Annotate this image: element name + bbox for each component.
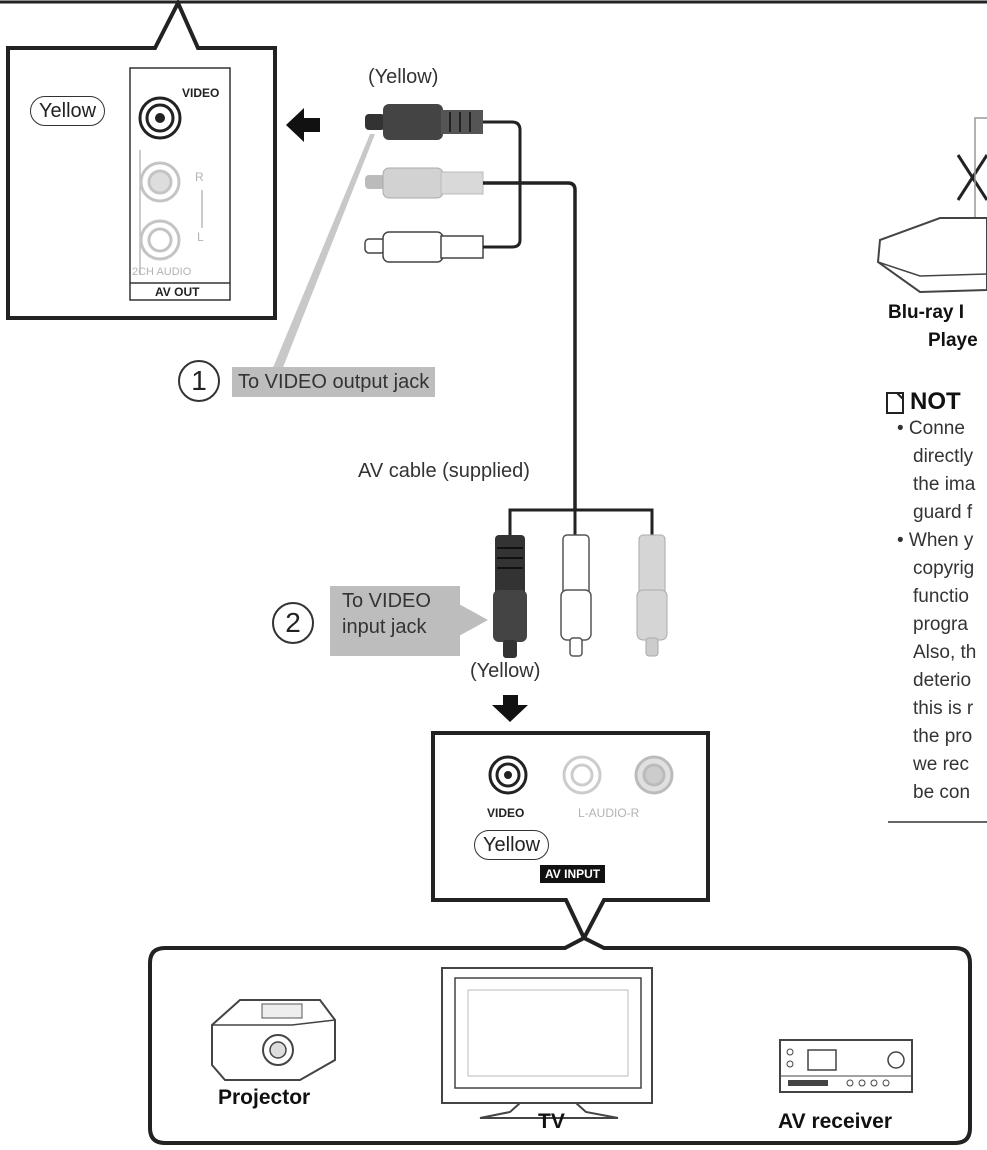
note-body: • Conne directly the ima guard f • When …	[897, 415, 976, 807]
player-label-line-2: Playe	[928, 330, 978, 351]
step-2-line-2: input jack	[342, 616, 427, 638]
input-audio-label: L-AUDIO-R	[578, 806, 640, 820]
source-panel-frame	[6, 0, 277, 320]
arrow-to-input	[492, 695, 528, 722]
note-line: copyrig	[913, 558, 975, 579]
note-line: functio	[913, 586, 969, 607]
projector-label: Projector	[218, 1086, 311, 1109]
input-video-jack	[488, 755, 528, 795]
source-video-jack	[138, 96, 182, 140]
note-line: this is r	[913, 698, 974, 719]
note-line: deterio	[913, 670, 972, 691]
step-2-leader	[448, 598, 488, 642]
av-receiver-label: AV receiver	[778, 1110, 893, 1133]
cable-wire-loop	[483, 120, 522, 249]
cable-top-color-label: (Yellow)	[368, 66, 439, 88]
input-audio-r-jack	[634, 755, 674, 795]
av-receiver-icon	[779, 1039, 913, 1093]
cable-label: AV cable (supplied)	[358, 460, 530, 482]
source-audio-l-jack	[139, 219, 181, 261]
cable-plug-white-top	[364, 231, 484, 263]
note-line: • Conne	[897, 418, 965, 439]
note-line: the pro	[913, 726, 973, 747]
note-line: directly	[913, 446, 974, 467]
step-1-number: 1	[178, 360, 220, 402]
cable-plug-white-bottom	[560, 534, 592, 657]
note-line: we rec	[913, 754, 969, 775]
source-av-out-label: AV OUT	[155, 285, 200, 299]
note-line: progra	[913, 614, 968, 635]
projector-icon	[211, 999, 336, 1081]
player-do-not-connect-icon	[956, 117, 987, 219]
player-label-line-1: Blu-ray I	[888, 302, 965, 323]
cable-bottom-color-label: (Yellow)	[470, 660, 541, 682]
note-line: Also, th	[913, 642, 977, 663]
input-video-label: VIDEO	[487, 806, 525, 820]
source-audio-label: 2CH AUDIO	[132, 266, 192, 278]
av-input-badge: AV INPUT	[540, 865, 606, 883]
arrow-to-source	[286, 108, 320, 142]
source-l-label: L	[197, 230, 204, 244]
source-r-label: R	[195, 170, 204, 184]
step-2-callout: To VIDEO input jack	[330, 586, 460, 656]
step-2-line-1: To VIDEO	[342, 590, 431, 612]
input-audio-l-jack	[562, 755, 602, 795]
cable-plug-red-bottom	[636, 534, 668, 657]
note-line: the ima	[913, 474, 976, 495]
input-yellow-tag: Yellow	[474, 830, 550, 860]
note-line: be con	[913, 782, 971, 803]
step-1-callout: To VIDEO output jack	[232, 367, 436, 397]
tv-label: TV	[538, 1110, 565, 1133]
step1-leader	[272, 134, 375, 370]
jack-strip	[129, 67, 231, 301]
note-icon	[886, 392, 904, 414]
note-line: • When y	[897, 530, 974, 551]
source-audio-r-jack	[139, 161, 181, 203]
cable-plug-yellow-top	[365, 104, 483, 140]
source-video-label: VIDEO	[182, 86, 220, 100]
note-heading: NOT	[910, 388, 961, 415]
cable-wire-main	[483, 181, 577, 510]
step-2-number: 2	[272, 602, 314, 644]
cable-plug-yellow-bottom	[493, 535, 527, 658]
bluray-player-icon	[876, 217, 987, 294]
cable-plug-red-top	[365, 167, 484, 199]
source-yellow-tag: Yellow	[30, 96, 106, 126]
tv-icon	[441, 967, 653, 1119]
note-line: guard f	[913, 502, 973, 523]
